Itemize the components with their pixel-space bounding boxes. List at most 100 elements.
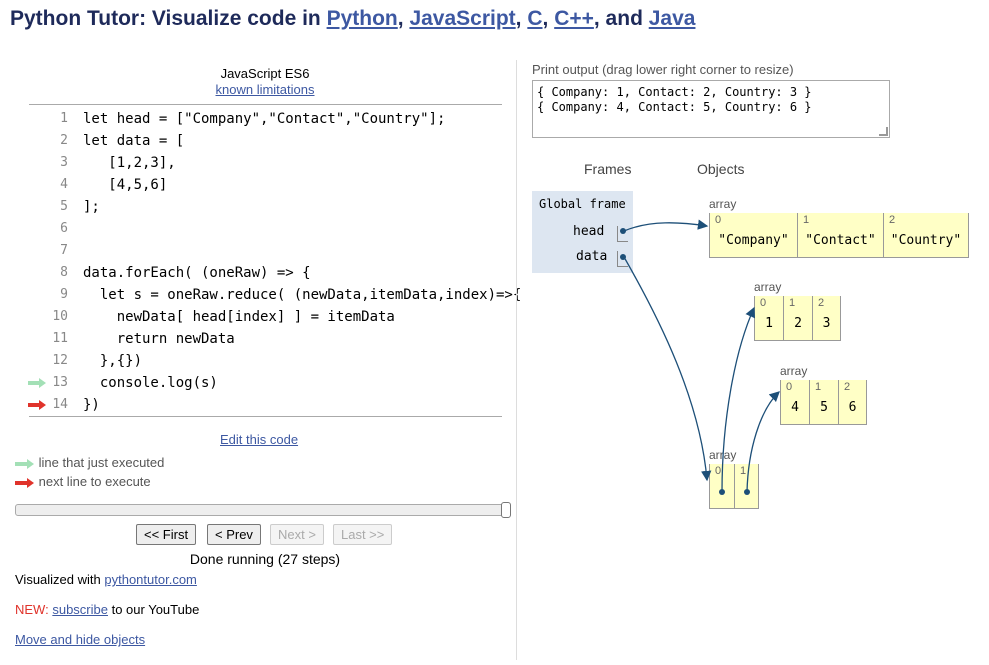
edit-code-link[interactable]: Edit this code (220, 432, 299, 447)
array-index: 2 (818, 297, 825, 309)
array-value: 1 (765, 316, 773, 331)
code-line: 4 [4,5,6] (0, 174, 510, 196)
array-label: array (780, 364, 808, 378)
move-hide-objects-link[interactable]: Move and hide objects (15, 632, 146, 647)
title-sep: , and (593, 7, 649, 30)
code-text: let s = oneRaw.reduce( (newData,itemData… (83, 287, 522, 303)
frames-header: Frames (584, 161, 632, 177)
code-line: 10 newData[ head[index] ] = itemData (0, 306, 510, 328)
next-line-arrow-icon (28, 400, 46, 410)
youtube-text: to our YouTube (107, 602, 200, 617)
array-index: 1 (789, 297, 796, 309)
code-text: }) (83, 397, 100, 413)
c-link[interactable]: C (527, 7, 543, 30)
code-text: let data = [ (83, 133, 185, 149)
var-head: head (573, 224, 605, 239)
legend-executed: line that just executed (15, 455, 164, 470)
code-line: 12 },{}) (0, 350, 510, 372)
prev-button[interactable]: < Prev (207, 524, 261, 545)
title-sep: , (397, 7, 410, 30)
print-output-text: { Company: 1, Contact: 2, Country: 3 } {… (537, 85, 812, 114)
cpp-link[interactable]: C++ (554, 7, 594, 30)
run-status: Done running (27 steps) (189, 551, 341, 567)
array-cell: 2"Country" (883, 213, 969, 258)
slider-handle[interactable] (501, 502, 511, 518)
known-limitations-link[interactable]: known limitations (215, 82, 315, 97)
language-label: JavaScript ES6 (220, 66, 310, 81)
youtube-promo: NEW: subscribe to our YouTube (15, 602, 199, 617)
line-number: 1 (60, 111, 68, 126)
subscribe-link[interactable]: subscribe (52, 602, 108, 617)
java-link[interactable]: Java (648, 7, 696, 30)
array-value: 3 (822, 316, 831, 331)
code-line: 6 (0, 218, 510, 240)
array-cell: 1 (734, 464, 759, 509)
code-text: [1,2,3], (83, 155, 176, 171)
title-sep: , (542, 7, 555, 30)
head-pointer-cell (617, 226, 628, 242)
visualized-with-label: Visualized with (15, 572, 105, 587)
pythontutor-link[interactable]: pythontutor.com (104, 572, 197, 587)
array-index: 1 (803, 214, 810, 226)
line-number: 12 (52, 353, 68, 368)
green-arrow-icon (15, 458, 34, 469)
first-button[interactable]: << First (136, 524, 197, 545)
red-arrow-icon (15, 477, 34, 488)
var-data: data (576, 249, 608, 264)
print-output-box[interactable]: { Company: 1, Contact: 2, Country: 3 } {… (532, 80, 890, 138)
data1-pointer-dot (744, 489, 750, 495)
array-index: 2 (844, 381, 851, 393)
print-output-label: Print output (drag lower right corner to… (532, 62, 794, 77)
array-value: 2 (794, 316, 802, 331)
code-text: ]; (83, 199, 100, 215)
code-text: let head = ["Company","Contact","Country… (83, 111, 446, 127)
title-text: Python Tutor: Visualize code in (10, 7, 327, 30)
legend-executed-label: line that just executed (38, 455, 165, 470)
panel-divider (516, 60, 517, 660)
array-cell: 0 "Company" (709, 213, 797, 258)
new-label: NEW: (15, 602, 49, 617)
array-value: "Contact" (805, 233, 876, 248)
code-top-divider (29, 104, 502, 105)
code-line: 14}) (0, 394, 510, 416)
line-number: 6 (60, 221, 68, 236)
code-text: },{}) (83, 353, 143, 369)
array-index: 0 (715, 465, 722, 477)
javascript-link[interactable]: JavaScript (409, 7, 516, 30)
head-pointer-dot (620, 228, 626, 234)
page-title: Python Tutor: Visualize code in Python , … (10, 7, 695, 31)
data-pointer-cell (617, 251, 628, 267)
code-text: newData[ head[index] ] = itemData (83, 309, 395, 325)
python-link[interactable]: Python (326, 7, 398, 30)
array-value: 4 (791, 400, 799, 415)
title-sep: , (515, 7, 528, 30)
global-frame (532, 191, 633, 273)
line-number: 7 (60, 243, 68, 258)
code-line: 2 let data = [ (0, 130, 510, 152)
data-pointer-dot (620, 254, 626, 260)
line-number: 4 (60, 177, 68, 192)
array-index: 1 (815, 381, 822, 393)
resize-handle[interactable] (879, 127, 888, 136)
data0-pointer-dot (719, 489, 725, 495)
line-number: 2 (60, 133, 68, 148)
step-slider[interactable] (15, 502, 511, 518)
array-index: 1 (740, 465, 747, 477)
last-button[interactable]: Last >> (333, 524, 393, 545)
global-frame-title: Global frame (539, 197, 626, 211)
array-value: "Company" (718, 233, 789, 248)
line-number: 8 (60, 265, 68, 280)
line-number: 10 (52, 309, 68, 324)
visualized-with: Visualized with pythontutor.com (15, 572, 197, 587)
next-button[interactable]: Next > (270, 524, 324, 545)
array-index: 0 (760, 297, 767, 309)
array-cell: 1 "Contact" (797, 213, 883, 258)
line-number: 13 (52, 375, 68, 390)
array-index: 0 (715, 214, 722, 226)
